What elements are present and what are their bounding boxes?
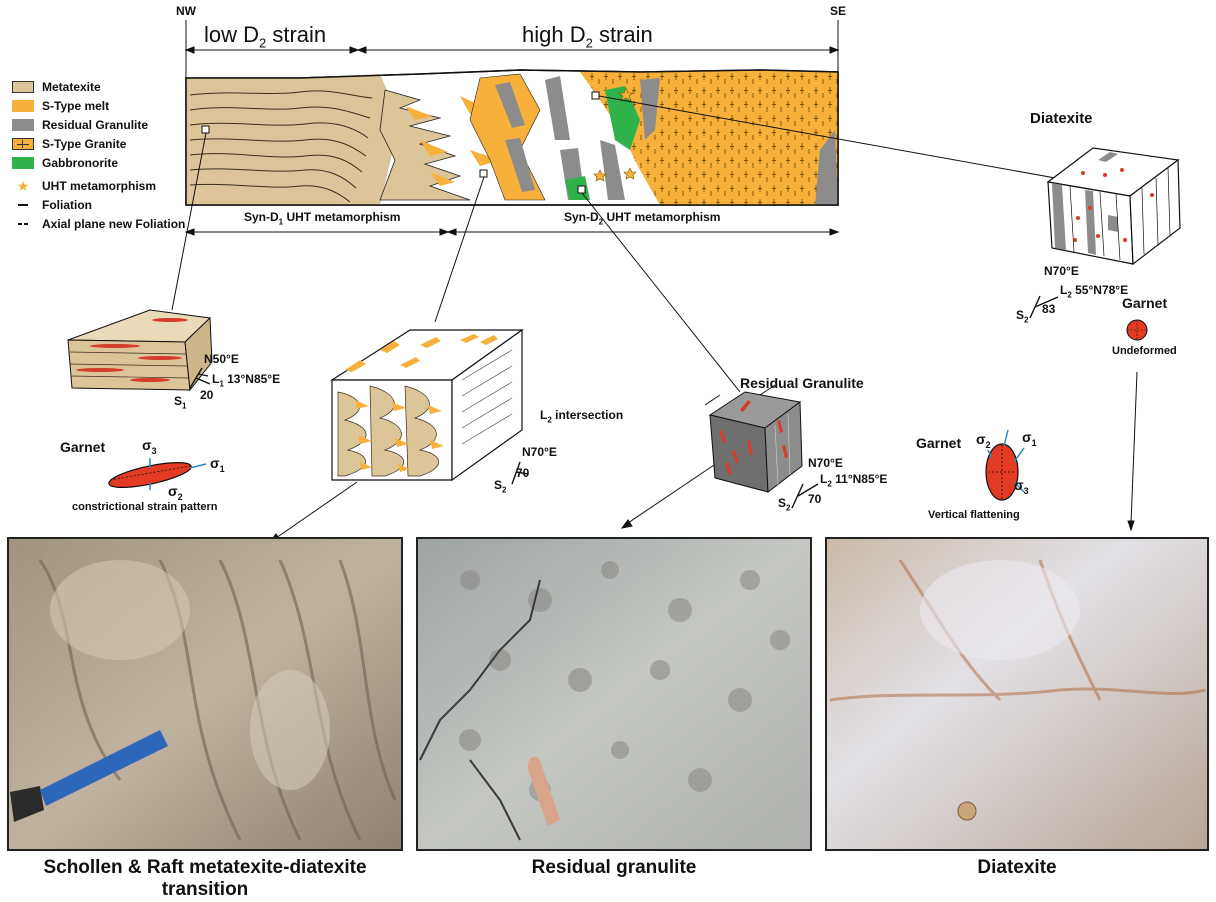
garnet-flattening-title: Garnet (916, 435, 962, 451)
legend-item-uht: ★ UHT metamorphism (12, 178, 156, 194)
legend-item-foliation: Foliation (12, 197, 92, 213)
photo-residual-granulite (416, 537, 812, 851)
syn-d1-label: Syn-D1 UHT metamorphism (244, 210, 401, 227)
garnet-constrictional-title: Garnet (60, 439, 106, 455)
dashed-line-icon (12, 223, 34, 225)
residual-granulite-swatch (12, 119, 34, 131)
garnet-constrictional (108, 458, 207, 490)
residual-lineation: L2 11°N85°E (820, 472, 888, 489)
coin (957, 801, 977, 821)
caption-residual-granulite: Residual granulite (531, 857, 697, 878)
melt-intersection: L2 intersection (540, 408, 624, 425)
legend-item-s-type-granite: S-Type Granite (12, 136, 126, 152)
melt-dip: 70 (516, 466, 530, 480)
diatexite-lineation: L2 55°N78°E (1060, 283, 1129, 300)
cross-section (185, 69, 839, 206)
star-icon: ★ (16, 177, 30, 194)
garnet-undeformed-label: Undeformed (1112, 345, 1177, 357)
metatexite-dip: 20 (200, 388, 214, 402)
syn-d2-label: Syn-D2 UHT metamorphism (564, 210, 721, 227)
legend-item-residual-granulite: Residual Granulite (12, 117, 148, 133)
nw-label: NW (176, 4, 196, 18)
sigma3-constrictional: σ3 (142, 437, 157, 456)
diatexite-strike: N70°E (1044, 264, 1079, 278)
residual-title: Residual Granulite (740, 375, 864, 391)
sigma1-flattening: σ1 (1022, 429, 1037, 448)
residual-granulite-block (704, 384, 819, 509)
legend-item-axial-plane: Axial plane new Foliation (12, 216, 185, 232)
sigma2-constrictional: σ2 (168, 483, 183, 502)
residual-dip: 70 (808, 492, 822, 506)
legend-item-metatexite: Metatexite (12, 79, 101, 95)
sigma1-constrictional: σ1 (210, 455, 225, 474)
high-strain-label: high D2 strain (522, 22, 653, 51)
hammer (10, 730, 168, 822)
legend-item-s-type-melt: S-Type melt (12, 98, 109, 114)
diatexite-dip: 83 (1042, 302, 1056, 316)
metatexite-s1: S1 (174, 394, 187, 411)
metatexite-swatch (12, 81, 34, 93)
s-type-granite-swatch (12, 138, 34, 150)
low-strain-label: low D2 strain (204, 22, 327, 51)
garnet-flattening-label: Vertical flattening (928, 509, 1020, 521)
garnet-flattening (985, 429, 1025, 501)
garnet-undeformed-title: Garnet (1122, 295, 1168, 311)
se-label: SE (830, 4, 847, 18)
melt-strike: N70°E (522, 445, 557, 459)
caption-schollen: Schollen & Raft metatexite-diatexite tra… (43, 857, 367, 900)
garnet-constrictional-label: constrictional strain pattern (72, 501, 218, 513)
leader-lines (171, 95, 1073, 393)
photo-diatexite (825, 537, 1209, 851)
melt-block (329, 328, 529, 485)
garnet-undeformed (1126, 319, 1148, 341)
diatexite-title: Diatexite (1030, 110, 1093, 127)
metatexite-block (67, 309, 213, 392)
sigma3-flattening: σ3 (1014, 477, 1029, 496)
melt-s2: S2 (494, 478, 507, 495)
legend-item-gabbronorite: Gabbronorite (12, 155, 118, 171)
gabbronorite-swatch (12, 157, 34, 169)
sigma2-flattening: σ2 (976, 431, 991, 450)
metatexite-lineation: L1 13°N85°E (212, 372, 281, 389)
finger (527, 756, 560, 826)
foliation-line-icon (12, 204, 34, 206)
residual-strike: N70°E (808, 456, 843, 470)
diatexite-block (1029, 147, 1181, 319)
photo-schollen (7, 537, 403, 851)
caption-diatexite: Diatexite (977, 857, 1057, 878)
s-type-melt-swatch (12, 100, 34, 112)
diatexite-s2: S2 (1016, 308, 1029, 325)
metatexite-strike: N50°E (204, 352, 239, 366)
strain-arrows (184, 20, 840, 236)
residual-s2: S2 (778, 496, 791, 513)
